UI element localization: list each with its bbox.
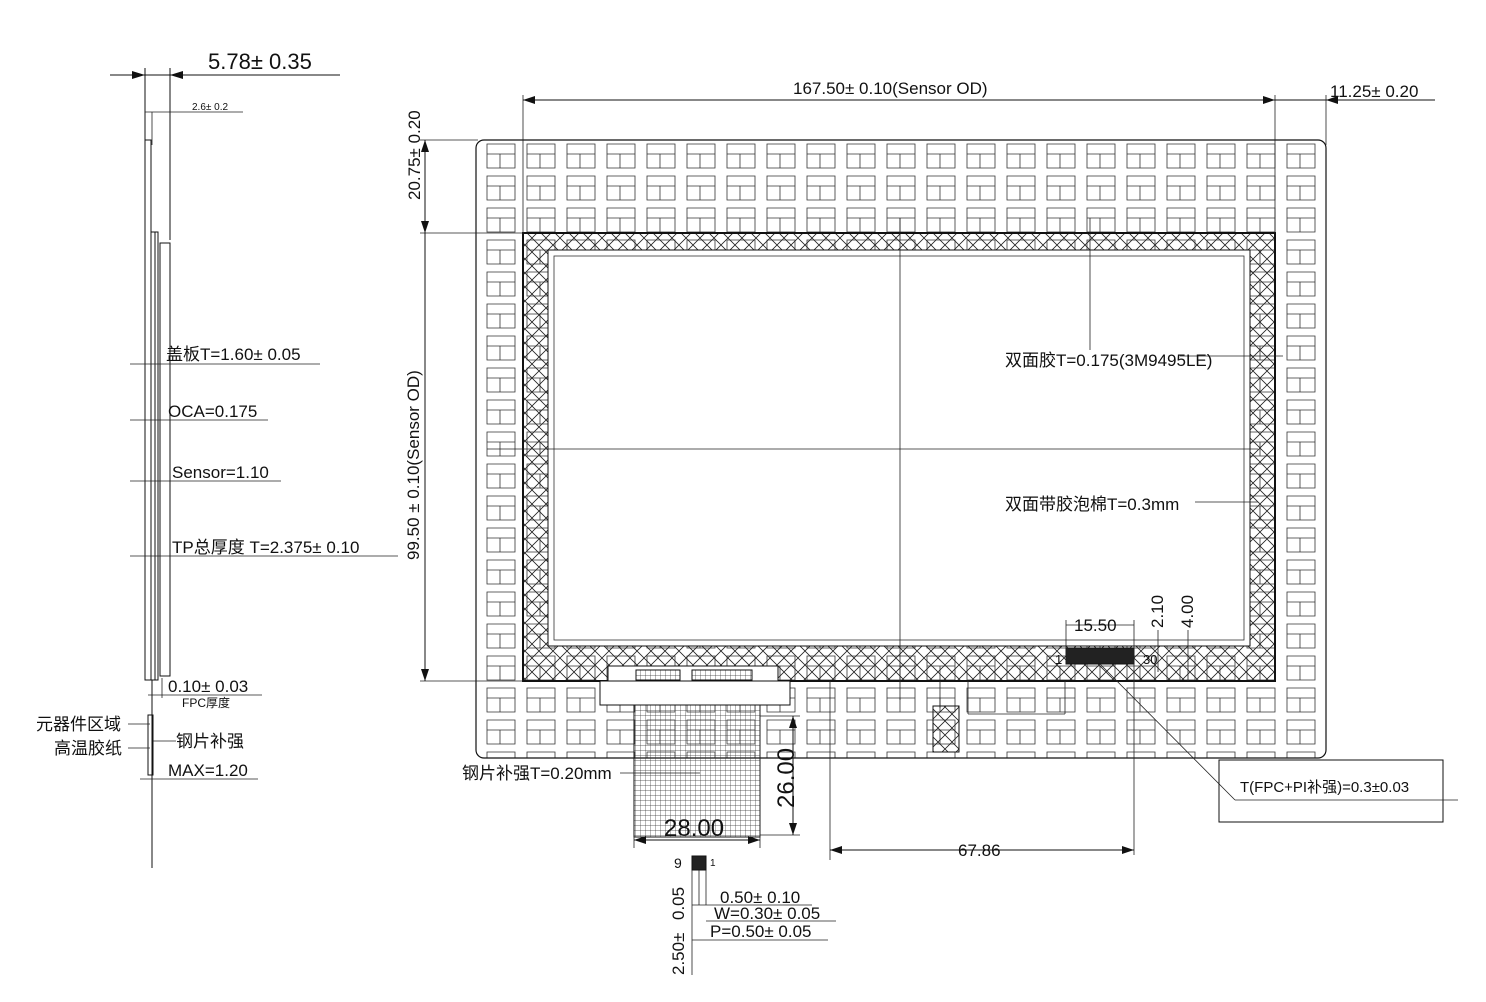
high-temp-tape-label: 高温胶纸: [54, 739, 122, 758]
offset-label: 2.6± 0.2: [192, 102, 229, 113]
pin-1-detail-label: 1: [710, 858, 716, 869]
pad-length-label: 0.50± 0.10: [720, 888, 800, 907]
pitch-label: P=0.50± 0.05: [710, 922, 812, 941]
pin-30-label: 30: [1143, 652, 1157, 667]
fpc-detail: 9 1 0.50± 0.10 W=0.30± 0.05 P=0.50± 0.05…: [669, 855, 836, 975]
dim-1550-label: 15.50: [1074, 616, 1117, 635]
max-height-label: MAX=1.20: [168, 761, 248, 780]
fpc-thickness-label: 0.10± 0.03: [168, 677, 248, 696]
steel-stiffener-label: 钢片补强: [176, 732, 244, 751]
pin-9-label: 9: [674, 855, 682, 871]
top-view: 167.50± 0.10(Sensor OD) 11.25± 0.20 20.7…: [404, 79, 1458, 860]
pin-1-label: 1: [1055, 652, 1062, 667]
dim-210-label: 2.10: [1148, 595, 1167, 628]
tp-total-label: TP总厚度 T=2.375± 0.10: [172, 538, 359, 557]
steel-plate-label: 钢片补强T=0.20mm: [462, 764, 612, 783]
fpc-width-label: 28.00: [664, 815, 724, 842]
width-dim-label: 167.50± 0.10(Sensor OD): [793, 79, 988, 98]
cover-label: 盖板T=1.60± 0.05: [166, 345, 301, 364]
fpc-pi-label: T(FPC+PI补强)=0.3±0.03: [1240, 779, 1409, 796]
pad-width-label: W=0.30± 0.05: [714, 904, 820, 923]
double-tape-label: 双面胶T=0.175(3M9495LE): [1005, 351, 1212, 370]
dim-400-label: 4.00: [1178, 595, 1197, 628]
oca-label: OCA=0.175: [168, 402, 257, 421]
component-area-label: 元器件区域: [36, 715, 121, 734]
right-offset-label: 11.25± 0.20: [1330, 82, 1418, 101]
height-dim-label: 99.50 ± 0.10(Sensor OD): [404, 370, 423, 560]
fpc-thickness-caption: FPC厚度: [182, 695, 230, 710]
fpc-position-label: 67.86: [958, 841, 1001, 860]
tol-250-label: 2.50±: [669, 933, 688, 975]
sensor-label: Sensor=1.10: [172, 463, 269, 482]
side-view: 5.78± 0.35 2.6± 0.2 盖板T=1.60± 0.05 OCA=0…: [36, 49, 398, 868]
foam-tape-label: 双面带胶泡棉T=0.3mm: [1005, 495, 1179, 514]
total-width-label: 5.78± 0.35: [208, 49, 312, 74]
top-offset-label: 20.75± 0.20: [405, 110, 424, 200]
fpc-height-label: 26.00: [773, 748, 800, 808]
tol-005-label: 0.05: [669, 887, 688, 920]
